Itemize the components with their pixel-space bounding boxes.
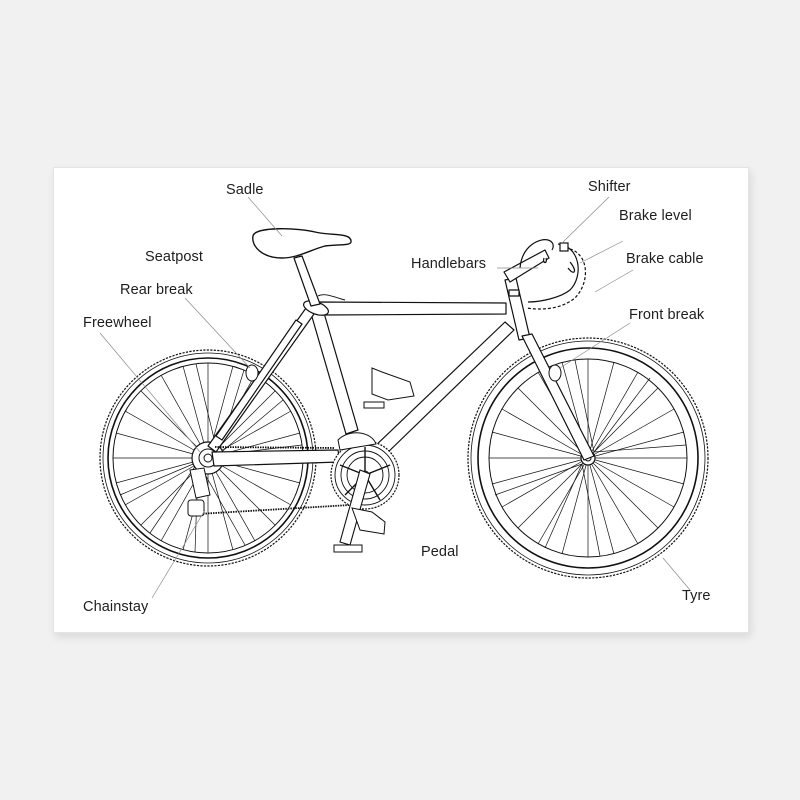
leader-brake-level [579, 240, 624, 264]
leader-rear-break [184, 297, 251, 369]
top-tube [317, 301, 507, 316]
leader-shifter [561, 196, 610, 244]
label-brake-level: Brake level [619, 208, 692, 224]
chainstay-tube [211, 449, 341, 467]
leader-freewheel [99, 332, 201, 453]
handlebar-drop [519, 239, 586, 310]
frame [207, 249, 595, 467]
leader-brake-cable [594, 269, 634, 293]
pedal-top [363, 401, 385, 409]
leader-sadle [247, 196, 283, 237]
chain [197, 446, 351, 515]
label-freewheel: Freewheel [83, 315, 152, 331]
label-tyre: Tyre [682, 588, 711, 604]
seatpost-tube [293, 255, 321, 307]
leader-chainstay [151, 509, 206, 599]
stem [503, 249, 550, 283]
label-rear-break: Rear break [120, 282, 193, 298]
pedal-bottom [333, 544, 363, 553]
seatstay-inner [215, 319, 303, 441]
label-pedal: Pedal [421, 544, 459, 560]
label-handlebars: Handlebars [411, 256, 487, 272]
rear-derailleur [187, 467, 211, 517]
label-shifter: Shifter [588, 179, 631, 195]
fork [521, 333, 595, 461]
label-chainstay: Chainstay [83, 599, 149, 615]
leader-tyre [662, 557, 691, 591]
label-sadle: Sadle [226, 182, 264, 198]
saddle-shape [252, 228, 352, 259]
leader-front-break [559, 322, 631, 369]
front-brake [548, 364, 562, 382]
label-seatpost: Seatpost [145, 249, 204, 265]
front-wheel [467, 337, 709, 579]
front-spokes [489, 359, 687, 557]
label-front-break: Front break [629, 307, 705, 323]
leader-lines [99, 196, 691, 599]
label-brake-cable: Brake cable [626, 251, 704, 267]
rear-brake [245, 364, 259, 382]
crankset [330, 367, 415, 553]
seat-tube [309, 305, 359, 435]
